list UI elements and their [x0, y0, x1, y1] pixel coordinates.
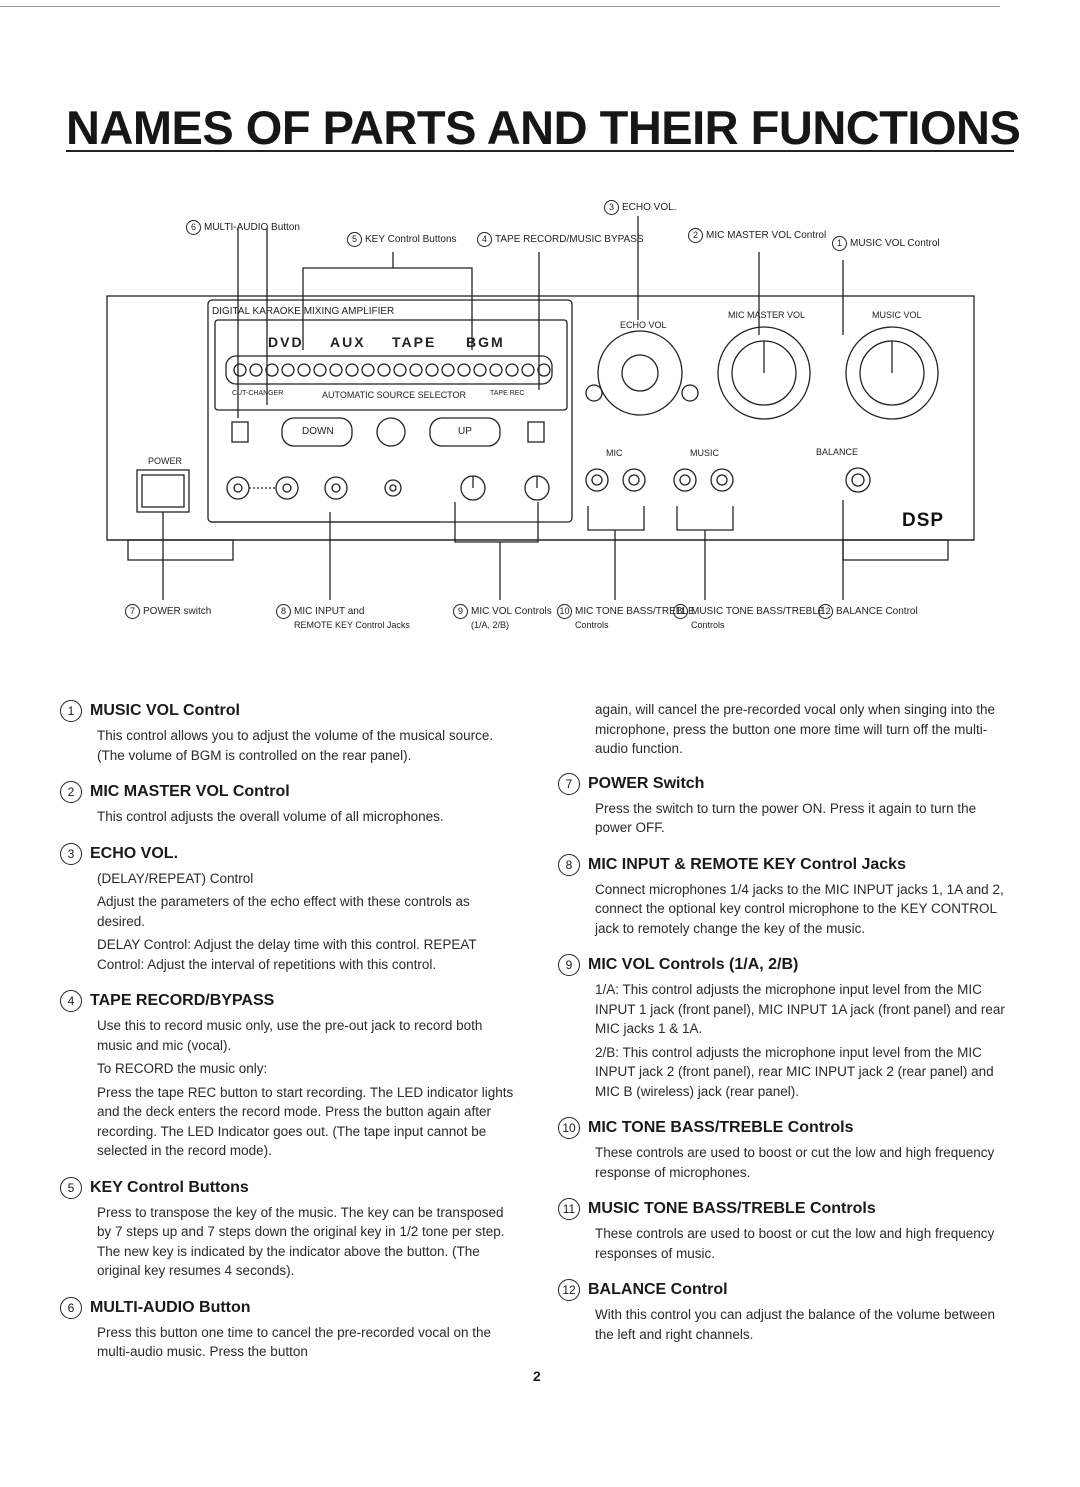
section-text: DELAY Control: Adjust the delay time wit…	[97, 937, 477, 972]
music-vol-label: MUSIC VOL	[872, 310, 922, 320]
title-underline	[66, 150, 1014, 152]
section-text: (DELAY/REPEAT) Control	[97, 870, 254, 886]
section-text: Press the switch to turn the power ON. P…	[595, 800, 977, 836]
section-number: 12	[558, 1279, 580, 1301]
tape-rec-label: TAPE REC	[490, 390, 525, 397]
section-number: 7	[558, 772, 580, 795]
section-number: 3	[60, 842, 82, 865]
echo-vol-label: ECHO VOL	[620, 320, 667, 330]
section-heading: KEY Control Buttons	[90, 1178, 249, 1196]
up-button[interactable]: UP	[458, 426, 472, 437]
cut-changer-label: CUT-CHANGER	[232, 390, 284, 397]
section-heading: TAPE RECORD/BYPASS	[90, 992, 275, 1009]
section-echo-vol: 3 ECHO VOL. (DELAY/REPEAT) Control Adjust…	[60, 842, 515, 975]
section-text: Connect microphones 1/4 jacks to the MIC…	[595, 881, 1004, 936]
down-button[interactable]: DOWN	[302, 426, 334, 437]
section-text: Use this to record music only, use the p…	[97, 1018, 483, 1053]
section-text: These controls are used to boost or cut …	[595, 1226, 995, 1261]
section-balance: 12 BALANCE Control With this control you …	[558, 1279, 1013, 1344]
section-mic-input: 8 MIC INPUT & REMOTE KEY Control Jacks Co…	[558, 853, 1013, 939]
section-mic-master-vol: 2 MIC MASTER VOL Control This control adj…	[60, 781, 515, 827]
section-music-vol: 1 MUSIC VOL Control This control allows y…	[60, 700, 515, 765]
section-heading: BALANCE Control	[588, 1281, 728, 1298]
section-power: 7 POWER Switch Press the switch to turn t…	[558, 772, 1013, 838]
section-number: 5	[60, 1176, 82, 1199]
section-heading: MUSIC TONE BASS/TREBLE Controls	[588, 1200, 876, 1217]
amplifier-drawing	[106, 216, 975, 600]
left-column: 1 MUSIC VOL Control This control allows y…	[60, 700, 515, 1378]
source-aux: AUX	[330, 334, 366, 350]
section-heading: MIC TONE BASS/TREBLE Controls	[588, 1119, 854, 1136]
mic-tone-label: MIC	[606, 448, 623, 458]
section-text: 1/A: This control adjusts the microphone…	[595, 982, 1005, 1036]
section-number: 10	[558, 1117, 580, 1139]
section-number: 4	[60, 990, 82, 1012]
section-multi-audio: 6 MULTI-AUDIO Button Press this button on…	[60, 1296, 515, 1362]
section-heading: ECHO VOL.	[90, 844, 179, 862]
section-heading: MIC MASTER VOL Control	[90, 783, 290, 800]
mic-master-vol-label: MIC MASTER VOL	[728, 310, 806, 320]
section-mic-tone: 10 MIC TONE BASS/TREBLE Controls These co…	[558, 1117, 1013, 1182]
right-column: again, will cancel the pre-recorded voca…	[558, 700, 1013, 1360]
panel-header: DIGITAL KARAOKE MIXING AMPLIFIER	[212, 306, 395, 317]
section-text: Press this button one time to cancel the…	[97, 1324, 491, 1360]
page-number: 2	[533, 1368, 541, 1384]
section-number: 1	[60, 700, 82, 722]
page-title: NAMES OF PARTS AND THEIR FUNCTIONS	[66, 101, 1021, 154]
section-text: Adjust the parameters of the echo effect…	[97, 894, 470, 929]
section-text: To RECORD the music only:	[97, 1061, 268, 1076]
dsp-logo: DSP	[902, 510, 945, 531]
section-number: 11	[558, 1198, 580, 1220]
section-tape-record: 4 TAPE RECORD/BYPASS Use this to record m…	[60, 990, 515, 1161]
section-text: With this control you can adjust the bal…	[595, 1307, 995, 1342]
section-text: This control adjusts the overall volume …	[97, 809, 444, 824]
balance-label: BALANCE	[816, 447, 859, 457]
selector-label: AUTOMATIC SOURCE SELECTOR	[322, 390, 467, 400]
section-number: 9	[558, 954, 580, 976]
source-dvd: DVD	[268, 334, 304, 350]
section-key-control: 5 KEY Control Buttons Press to transpose …	[60, 1176, 515, 1281]
section-text: These controls are used to boost or cut …	[595, 1145, 995, 1180]
section-music-tone: 11 MUSIC TONE BASS/TREBLE Controls These …	[558, 1198, 1013, 1263]
source-tape: TAPE	[392, 334, 437, 350]
section-number: 8	[558, 853, 580, 876]
section-heading: MUSIC VOL Control	[90, 702, 240, 719]
section-number: 6	[60, 1296, 82, 1319]
section-heading: MIC INPUT & REMOTE KEY Control Jacks	[588, 855, 906, 873]
section-mic-vol: 9 MIC VOL Controls (1/A, 2/B) 1/A: This c…	[558, 954, 1013, 1101]
section-number: 2	[60, 781, 82, 803]
top-rule	[0, 6, 1000, 7]
section-heading: MIC VOL Controls (1/A, 2/B)	[588, 956, 799, 973]
continued-text: again, will cancel the pre-recorded voca…	[595, 702, 995, 756]
source-bgm: BGM	[466, 334, 505, 350]
section-text: 2/B: This control adjusts the microphone…	[595, 1044, 994, 1099]
section-heading: MULTI-AUDIO Button	[90, 1298, 251, 1316]
music-tone-label: MUSIC	[690, 448, 719, 458]
power-label: POWER	[148, 456, 183, 466]
section-text: Press to transpose the key of the music.…	[97, 1204, 505, 1279]
section-text: Press the tape REC button to start recor…	[97, 1084, 514, 1159]
section-heading: POWER Switch	[588, 774, 705, 792]
section-text: This control allows you to adjust the vo…	[97, 728, 494, 763]
